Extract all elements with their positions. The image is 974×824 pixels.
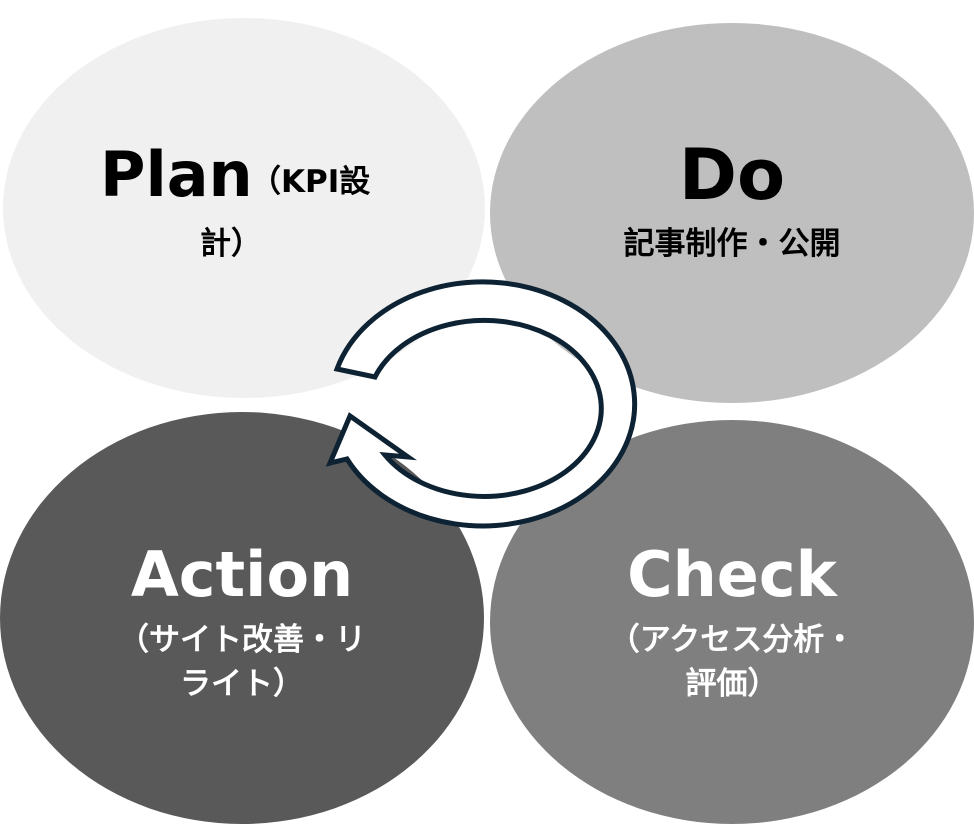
plan-title: Plan: [100, 138, 253, 211]
cycle-arrow-icon: [325, 279, 638, 529]
check-subtitle-line2: 評価）: [685, 666, 779, 702]
do-ellipse: [490, 23, 974, 403]
do-title: Do: [678, 134, 786, 216]
check-title: Check: [627, 538, 837, 611]
plan-ellipse: [3, 18, 485, 398]
do-subtitle: 記事制作・公開: [623, 226, 841, 262]
action-subtitle-line2: ライト）: [180, 666, 304, 702]
check-ellipse: [490, 420, 974, 824]
action-subtitle-line1: （サイト改善・リ: [118, 622, 366, 658]
check-subtitle-line1: （アクセス分析・: [608, 622, 856, 658]
plan-subtitle-line1: （KPI設: [250, 164, 371, 200]
plan-subtitle-line2: 計）: [200, 226, 262, 262]
action-title: Action: [130, 538, 354, 611]
action-ellipse: [0, 412, 484, 824]
